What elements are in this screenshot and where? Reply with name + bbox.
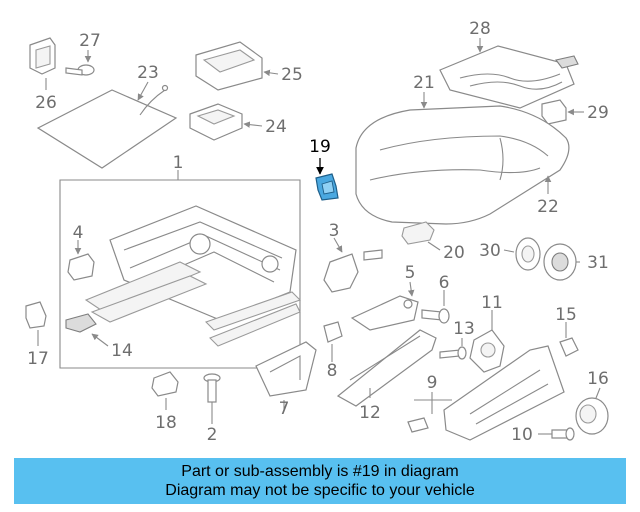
callout-4: 4 bbox=[73, 223, 84, 243]
callout-22: 22 bbox=[537, 197, 559, 217]
callout-30: 30 bbox=[479, 241, 501, 261]
callout-6: 6 bbox=[439, 273, 450, 293]
part-11-plate bbox=[469, 310, 505, 373]
callout-1: 1 bbox=[173, 153, 184, 173]
part-18-clip bbox=[151, 371, 179, 410]
part-31-disc bbox=[543, 243, 580, 281]
banner-line-1: Part or sub-assembly is #19 in diagram bbox=[181, 463, 459, 480]
callout-3: 3 bbox=[329, 221, 340, 241]
callout-11: 11 bbox=[481, 293, 503, 313]
info-banner: Part or sub-assembly is #19 in diagram D… bbox=[14, 458, 626, 504]
callout-21: 21 bbox=[413, 73, 435, 93]
callout-23: 23 bbox=[137, 63, 159, 83]
callout-17: 17 bbox=[27, 349, 49, 369]
callout-5: 5 bbox=[405, 263, 416, 283]
callout-7: 7 bbox=[279, 399, 290, 419]
callout-2: 2 bbox=[207, 425, 218, 445]
callout-31: 31 bbox=[587, 253, 609, 273]
callout-25: 25 bbox=[281, 65, 303, 85]
part-10-screw bbox=[538, 427, 575, 441]
part-6-bolt bbox=[421, 290, 450, 324]
callout-29: 29 bbox=[587, 103, 609, 123]
part-2-bolt bbox=[203, 373, 221, 424]
callout-18: 18 bbox=[155, 413, 177, 433]
part-5-bracket bbox=[350, 281, 419, 331]
part-25-module bbox=[195, 41, 279, 91]
callout-13: 13 bbox=[453, 319, 475, 339]
part-16-cap bbox=[575, 387, 609, 435]
callout-20: 20 bbox=[443, 243, 465, 263]
part-27-bolt bbox=[65, 50, 95, 76]
callout-26: 26 bbox=[35, 93, 57, 113]
part-13-bolt bbox=[439, 338, 467, 360]
part-3-recliner bbox=[323, 237, 383, 293]
part-12-rail bbox=[336, 329, 437, 407]
callout-15: 15 bbox=[555, 305, 577, 325]
part-8-clip bbox=[323, 321, 343, 362]
part-7-trim-cover bbox=[255, 341, 317, 410]
callout-27: 27 bbox=[79, 31, 101, 51]
callout-8: 8 bbox=[327, 361, 338, 381]
part-20-pad bbox=[401, 221, 441, 251]
callout-12: 12 bbox=[359, 403, 381, 423]
part-21-cushion-pad bbox=[355, 92, 570, 225]
part-30-disc bbox=[503, 237, 541, 271]
part-28-heater-mat bbox=[439, 38, 579, 109]
part-24-control-unit bbox=[189, 103, 263, 141]
callout-16: 16 bbox=[587, 369, 609, 389]
part-26-bracket bbox=[29, 37, 56, 90]
part-4-cover bbox=[67, 240, 95, 281]
banner-line-2: Diagram may not be specific to your vehi… bbox=[165, 482, 475, 499]
callout-24: 24 bbox=[265, 117, 287, 137]
part-9-trim-panel bbox=[407, 345, 565, 441]
callout-28: 28 bbox=[469, 19, 491, 39]
callout-9: 9 bbox=[427, 373, 438, 393]
part-29-connector bbox=[541, 99, 584, 125]
callout-labels: 1 2 3 4 5 6 7 8 9 10 11 12 13 14 15 16 1… bbox=[27, 19, 609, 445]
callout-14: 14 bbox=[111, 341, 133, 361]
callout-19: 19 bbox=[309, 137, 331, 157]
part-1-frame-assembly bbox=[59, 170, 302, 369]
part-19-bracket-highlighted bbox=[315, 158, 339, 201]
part-23-cushion-pad bbox=[36, 81, 178, 169]
part-15-clip bbox=[559, 322, 579, 357]
part-17-clip bbox=[25, 301, 47, 346]
part-14-cap bbox=[65, 313, 109, 347]
callout-10: 10 bbox=[511, 425, 533, 445]
